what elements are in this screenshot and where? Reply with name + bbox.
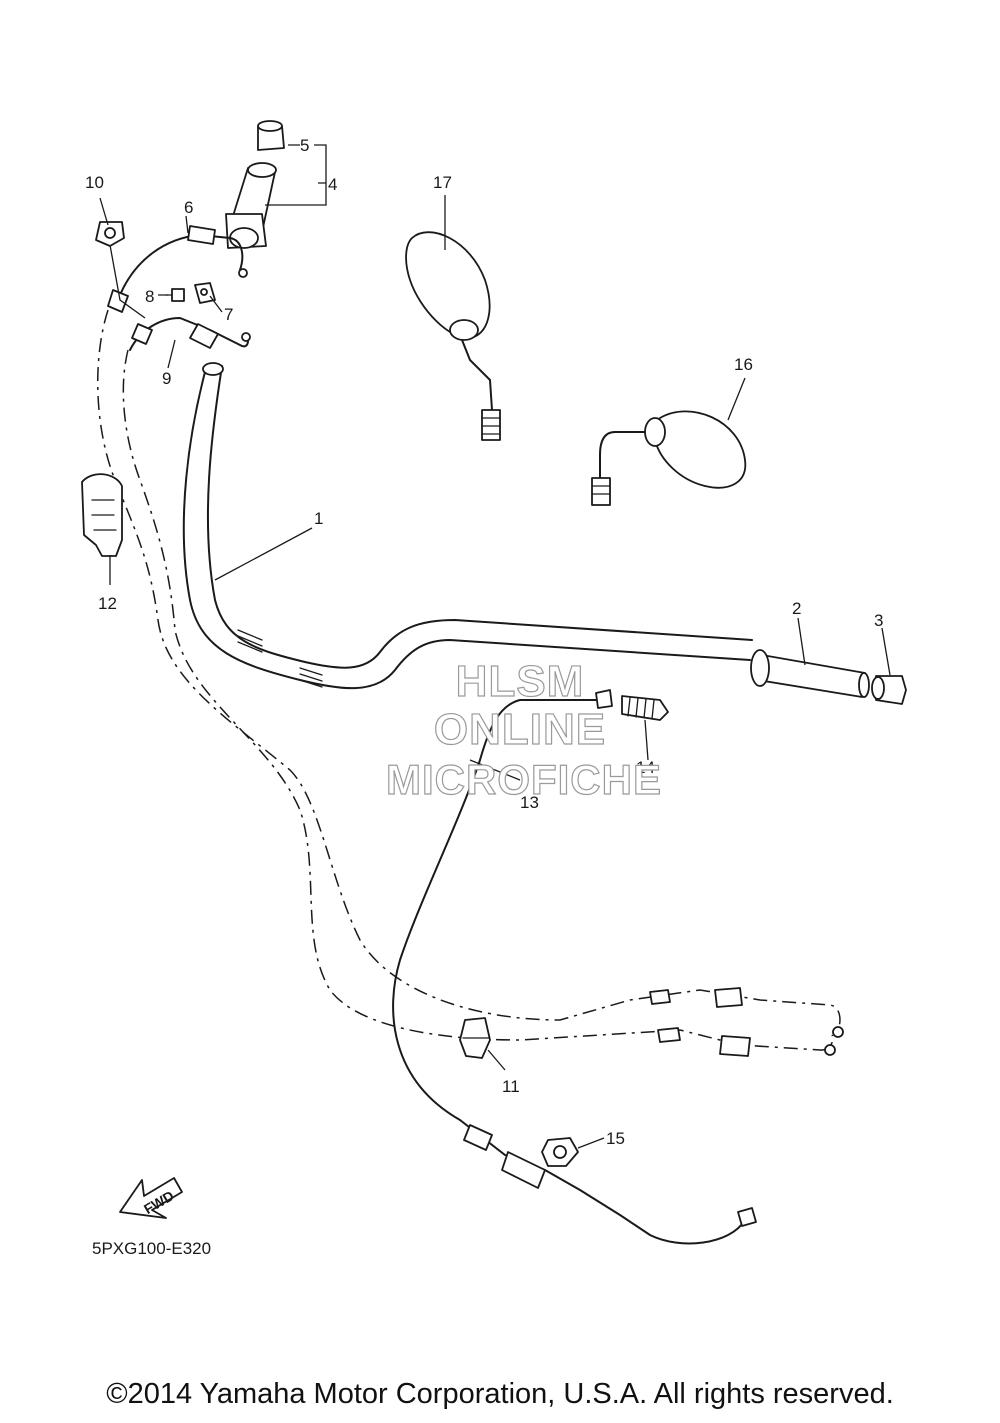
bracket-part [194,282,216,304]
long-cables [96,309,844,1057]
boot-part [621,695,669,721]
clutch-cable-part [392,689,757,1245]
clip-part [541,1137,579,1167]
clamp-part [459,1017,491,1059]
callout-13: 13 [520,793,539,812]
callout-labels: 1 2 3 4 5 6 7 8 9 10 11 12 13 14 15 16 1… [85,136,883,1148]
callout-8: 8 [145,287,154,306]
mirror-right-part [591,410,747,506]
grip-part [750,649,870,698]
watermark-line-3: MICROFICHE [386,756,662,803]
callout-15: 15 [606,1129,625,1148]
watermark: HLSM ONLINE MICROFICHE [385,656,662,803]
end-cap-part [871,675,907,705]
diagram-code: 5PXG100-E320 [92,1239,211,1258]
grip-cap-part [257,120,285,151]
callout-7: 7 [224,305,233,324]
cable-clip-part [95,221,125,247]
callout-2: 2 [792,599,801,618]
watermark-line-2: ONLINE [434,705,606,754]
copyright-notice: ©2014 Yamaha Motor Corporation, U.S.A. A… [106,1378,894,1410]
callout-5: 5 [300,136,309,155]
callout-1: 1 [314,509,323,528]
mirror-left-part [405,231,501,441]
holder-part [81,473,123,557]
throttle-cable-part [107,225,248,313]
callout-9: 9 [162,369,171,388]
watermark-line-1: HLSM [456,657,585,706]
fwd-arrow-icon: FWD [119,1177,183,1219]
callout-14: 14 [636,758,655,777]
return-cable-part [129,317,251,351]
callout-11: 11 [502,1077,520,1096]
callout-17: 17 [433,173,452,192]
callout-12: 12 [98,594,117,613]
callout-3: 3 [874,611,883,630]
callout-4: 4 [328,175,337,194]
bolt-part [165,288,185,302]
callout-16: 16 [734,355,753,374]
callout-6: 6 [184,198,193,217]
handlebar-part [182,362,753,690]
callout-10: 10 [85,173,104,192]
